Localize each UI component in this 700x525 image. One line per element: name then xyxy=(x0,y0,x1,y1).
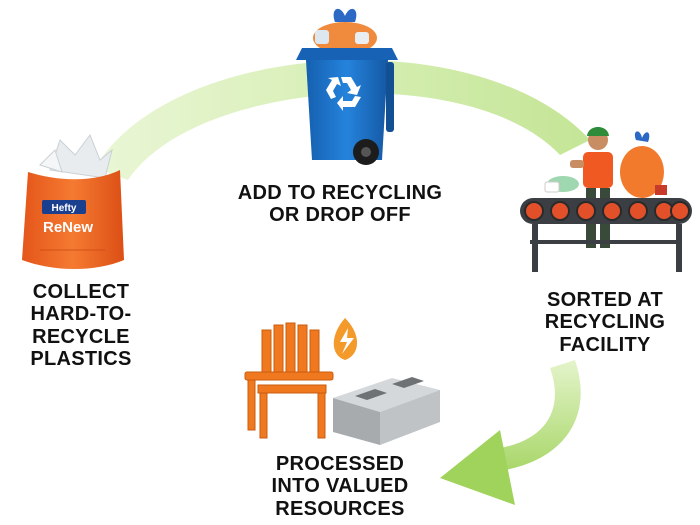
step-label-line: SORTED AT xyxy=(546,289,664,311)
sorting-facility xyxy=(520,127,692,272)
step-label-line: FACILITY xyxy=(559,333,651,356)
recycling-bin xyxy=(296,8,398,165)
step-label-collect: COLLECT HARD-TO- RECYCLE PLASTICS xyxy=(6,281,156,371)
step-label-line: OR DROP OFF xyxy=(269,204,411,227)
adirondack-chair xyxy=(244,322,334,439)
flame-drop-icon xyxy=(333,318,358,360)
step-label-line: RECYCLE xyxy=(32,325,130,348)
step-label-line: PROCESSED xyxy=(275,453,405,475)
recycle-icon xyxy=(326,77,361,111)
step-label-processed: PROCESSED INTO VALUED RESOURCES xyxy=(230,453,450,520)
step-label-line: COLLECT xyxy=(32,281,130,303)
step-label-line: ADD TO RECYCLING xyxy=(237,182,443,204)
cinder-block xyxy=(333,377,440,445)
cycle-arc-top xyxy=(95,60,590,180)
cycle-arrow-bottom xyxy=(440,360,581,505)
step-label-sorted: SORTED AT RECYCLING FACILITY xyxy=(520,289,690,356)
step-label-line: PLASTICS xyxy=(30,348,132,371)
step-label-line: INTO VALUED xyxy=(271,475,409,498)
bag-brand: Hefty xyxy=(51,203,76,214)
hefty-renew-bag: Hefty ReNew xyxy=(22,133,124,269)
step-label-line: RECYCLING xyxy=(544,311,666,334)
bag-product: ReNew xyxy=(43,219,93,236)
step-label-add-to-recycling: ADD TO RECYCLING OR DROP OFF xyxy=(205,182,475,227)
step-label-line: RESOURCES xyxy=(275,497,405,520)
step-label-line: HARD-TO- xyxy=(30,303,132,326)
